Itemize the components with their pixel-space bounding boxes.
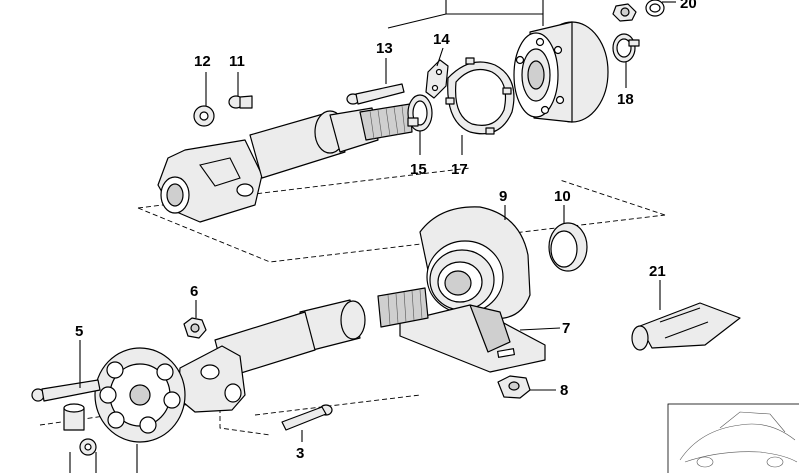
callout-20: 20 — [680, 0, 697, 12]
vehicle-thumbnail — [667, 403, 799, 473]
callout-6: 6 — [190, 283, 198, 300]
callout-21: 21 — [649, 263, 666, 280]
part-21-grease-tube — [631, 302, 741, 351]
part-7-bracket — [399, 304, 546, 373]
part-13-bolt — [346, 83, 405, 105]
dashed-assembly-outline-upper — [137, 167, 666, 263]
callout-10: 10 — [554, 188, 571, 205]
spacer-sleeve — [63, 403, 85, 431]
part-11-bolt — [228, 95, 253, 109]
callout-9: 9 — [499, 188, 507, 205]
callout-5: 5 — [75, 323, 83, 340]
front-drive-shaft-section — [157, 103, 413, 223]
callout-17: 17 — [451, 161, 468, 178]
part-20-nut — [612, 0, 665, 22]
callout-18: 18 — [617, 91, 634, 108]
lower-washer — [79, 438, 97, 456]
callout-3: 3 — [296, 445, 304, 462]
callout-15: 15 — [410, 161, 427, 178]
rear-drive-shaft-section — [177, 287, 429, 413]
callout-14: 14 — [433, 31, 450, 48]
callout-labels: 3 5 6 7 8 9 10 11 12 13 14 15 17 18 20 2… — [75, 0, 697, 462]
output-flange — [513, 21, 609, 123]
callout-7: 7 — [562, 320, 570, 337]
part-10-seal-ring — [548, 222, 588, 272]
part-15-hose-clamp — [407, 94, 433, 132]
part-9-center-bearing-cushion — [419, 206, 531, 320]
callout-8: 8 — [560, 382, 568, 399]
part-5-bolt — [31, 379, 101, 402]
flexible-disc-coupling — [94, 347, 186, 443]
part-3-bolt — [281, 404, 333, 431]
leader-lines — [69, 0, 676, 473]
part-17-centering-ring — [445, 57, 515, 135]
part-12-washer — [193, 105, 215, 127]
part-14-plate — [425, 59, 449, 99]
part-8-nut — [497, 375, 531, 399]
callout-11: 11 — [229, 53, 245, 70]
part-18-clamp-ring — [612, 33, 640, 63]
callout-13: 13 — [376, 40, 393, 57]
callout-12: 12 — [194, 53, 211, 70]
spline-ridges — [369, 105, 406, 140]
part-6-nut — [183, 317, 207, 339]
